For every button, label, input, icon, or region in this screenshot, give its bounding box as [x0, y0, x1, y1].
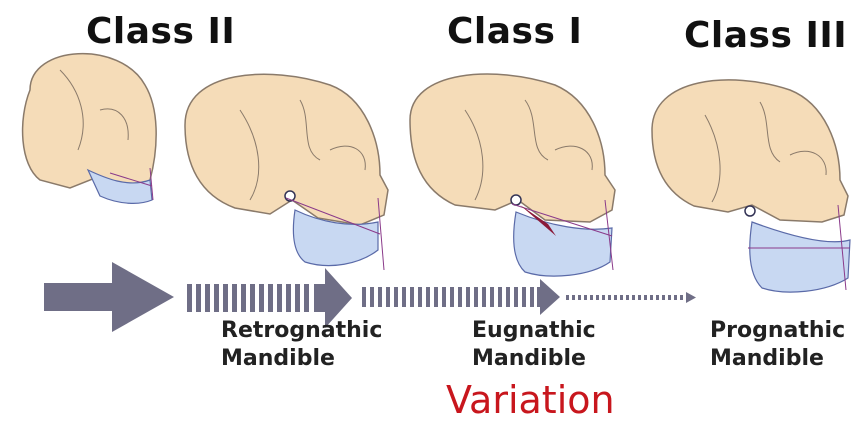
skull-retrognathic: [185, 74, 388, 270]
skull-infant: [23, 54, 157, 204]
skull-eugnathic: [410, 74, 615, 276]
prognathic-label-line2: Mandible: [710, 345, 845, 373]
eugnathic-label: Eugnathic Mandible: [472, 317, 596, 372]
skull-prognathic: [652, 80, 850, 292]
prognathic-label-line1: Prognathic: [710, 317, 845, 345]
thin-striped-arrow-segment: [362, 279, 560, 315]
right-arrow-icon: [44, 262, 174, 332]
prognathic-label: Prognathic Mandible: [710, 317, 845, 372]
retrognathic-label-line2: Mandible: [221, 345, 382, 373]
retrognathic-label-line1: Retrognathic: [221, 317, 382, 345]
eugnathic-label-line1: Eugnathic: [472, 317, 596, 345]
dotted-arrow-tail: [566, 292, 696, 303]
variation-caption: Variation: [446, 381, 615, 419]
retrognathic-label: Retrognathic Mandible: [221, 317, 382, 372]
eugnathic-label-line2: Mandible: [472, 345, 596, 373]
